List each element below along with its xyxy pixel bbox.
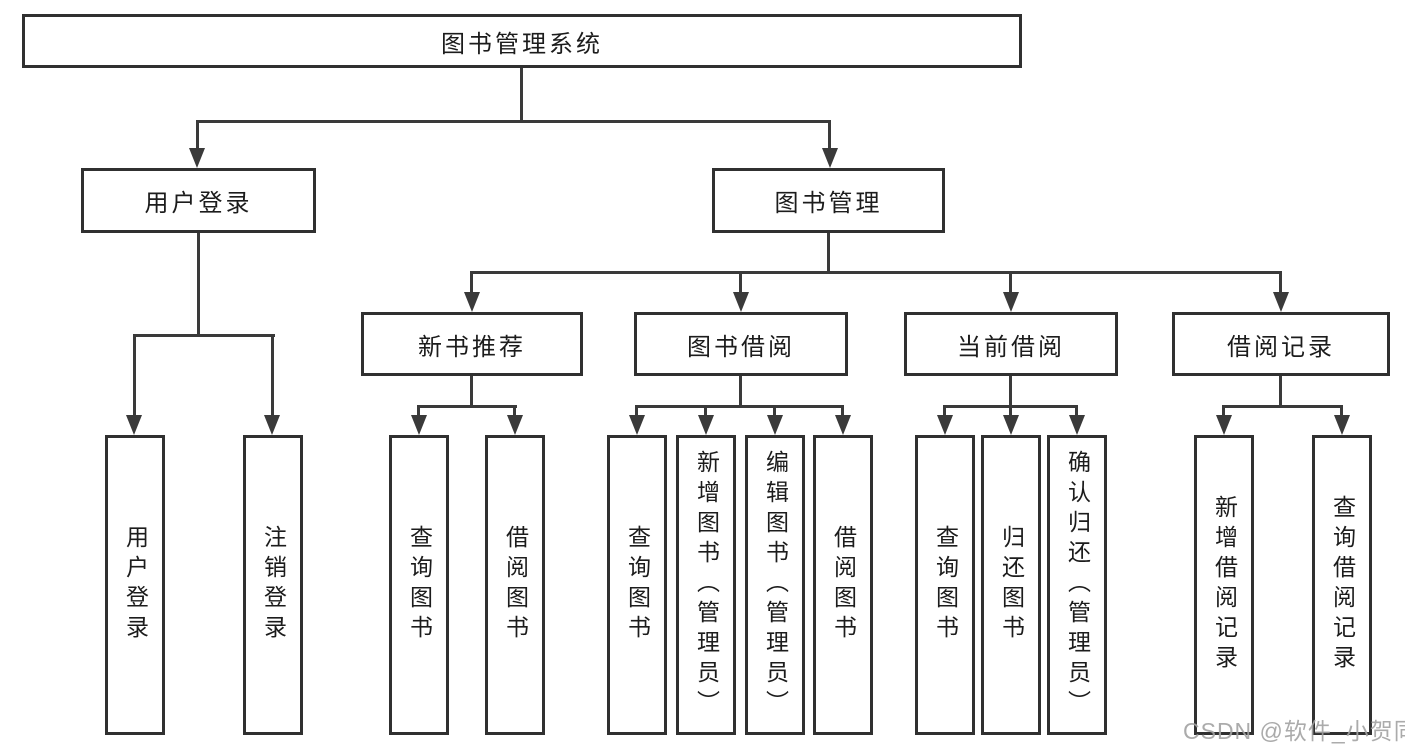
edge-shaft-leaf-logout	[271, 334, 274, 418]
arrowhead-icon	[464, 292, 480, 312]
edge-shaft	[841, 405, 844, 419]
node-label: 注销登录	[260, 525, 287, 645]
arrowhead-icon	[1003, 292, 1019, 312]
arrowhead-icon	[411, 415, 427, 435]
node-user-login: 用户登录	[81, 168, 316, 233]
node-label: 查询图书	[932, 525, 959, 645]
edge-shaft	[417, 405, 420, 419]
edge-shaft-book-borrowing	[739, 271, 742, 295]
arrowhead-icon	[1003, 415, 1019, 435]
leaf-logout: 注销登录	[243, 435, 303, 735]
node-label: 查询图书	[624, 525, 651, 645]
edge-new-book-recommend-stem	[470, 376, 473, 408]
leaf-return-books: 归还图书	[981, 435, 1041, 735]
edge-shaft-borrowing-records	[1279, 271, 1282, 295]
edge-shaft-book-management	[828, 120, 831, 152]
node-label: 用户登录	[122, 525, 149, 645]
node-label: 图书借阅	[687, 333, 795, 361]
leaf-borrow-books-recommend: 借阅图书	[485, 435, 545, 735]
node-book-management: 图书管理	[712, 168, 945, 233]
edge-user-login-stem	[197, 233, 200, 337]
leaf-query-books-borrowing: 查询图书	[607, 435, 667, 735]
arrowhead-icon	[937, 415, 953, 435]
node-label: 借阅图书	[830, 525, 857, 645]
edge-shaft	[513, 405, 516, 419]
leaf-user-login: 用户登录	[105, 435, 165, 735]
arrowhead-icon	[507, 415, 523, 435]
node-current-borrowing: 当前借阅	[904, 312, 1118, 376]
edge-shaft	[1222, 405, 1225, 419]
node-label: 编辑图书（管理员）	[762, 450, 789, 720]
edge-book-management-rail	[471, 271, 1282, 274]
leaf-confirm-return-admin: 确认归还（管理员）	[1047, 435, 1107, 735]
arrowhead-icon	[629, 415, 645, 435]
arrowhead-icon	[1273, 292, 1289, 312]
node-library-management-system: 图书管理系统	[22, 14, 1022, 68]
edge-root-stem	[520, 68, 523, 123]
edge-shaft-current-borrowing	[1009, 271, 1012, 295]
node-label: 图书管理系统	[441, 30, 603, 58]
edge-shaft	[1340, 405, 1343, 419]
arrowhead-icon	[733, 292, 749, 312]
edge-shaft	[773, 405, 776, 419]
edge-borrowing-records-rail	[1223, 405, 1343, 408]
node-label: 新书推荐	[418, 333, 526, 361]
leaf-add-books-admin: 新增图书（管理员）	[676, 435, 736, 735]
edge-shaft	[943, 405, 946, 419]
edge-shaft-user-login	[196, 120, 199, 152]
node-label: 借阅图书	[502, 525, 529, 645]
leaf-borrow-books-borrowing: 借阅图书	[813, 435, 873, 735]
node-label: 用户登录	[144, 190, 253, 217]
node-new-book-recommend: 新书推荐	[361, 312, 583, 376]
edge-shaft-new-book-recommend	[470, 271, 473, 295]
node-label: 查询图书	[406, 525, 433, 645]
edge-shaft	[635, 405, 638, 419]
edge-borrowing-records-stem	[1279, 376, 1282, 408]
leaf-query-books-current: 查询图书	[915, 435, 975, 735]
watermark-csdn: CSDN @软件_小贺同学	[1183, 718, 1405, 744]
arrowhead-icon	[767, 415, 783, 435]
edge-current-borrowing-stem	[1009, 376, 1012, 408]
edge-user-login-rail	[133, 334, 275, 337]
arrowhead-icon	[835, 415, 851, 435]
node-label: 归还图书	[998, 525, 1025, 645]
node-borrowing-records: 借阅记录	[1172, 312, 1390, 376]
node-label: 新增图书（管理员）	[693, 450, 720, 720]
edge-shaft	[1009, 405, 1012, 419]
edge-book-borrowing-rail	[636, 405, 844, 408]
node-label: 查询借阅记录	[1329, 495, 1356, 675]
arrowhead-icon	[1216, 415, 1232, 435]
node-label: 图书管理	[774, 190, 883, 217]
edge-new-book-recommend-rail	[418, 405, 517, 408]
edge-root-rail	[196, 120, 831, 123]
node-book-borrowing: 图书借阅	[634, 312, 848, 376]
leaf-query-borrow-record: 查询借阅记录	[1312, 435, 1372, 735]
node-label: 新增借阅记录	[1211, 495, 1238, 675]
edge-shaft-leaf-user-login	[133, 334, 136, 418]
leaf-query-books-recommend: 查询图书	[389, 435, 449, 735]
node-label: 当前借阅	[957, 333, 1065, 361]
arrowhead-icon	[698, 415, 714, 435]
leaf-add-borrow-record: 新增借阅记录	[1194, 435, 1254, 735]
edge-shaft	[1075, 405, 1078, 419]
arrowhead-icon	[1069, 415, 1085, 435]
edge-book-borrowing-stem	[739, 376, 742, 408]
edge-book-management-stem	[827, 233, 830, 274]
arrowhead-icon	[189, 148, 205, 168]
arrowhead-icon	[264, 415, 280, 435]
arrowhead-icon	[1334, 415, 1350, 435]
edge-shaft	[704, 405, 707, 419]
leaf-edit-books-admin: 编辑图书（管理员）	[745, 435, 805, 735]
arrowhead-icon	[126, 415, 142, 435]
node-label: 确认归还（管理员）	[1064, 450, 1091, 720]
node-label: 借阅记录	[1227, 333, 1335, 361]
arrowhead-icon	[822, 148, 838, 168]
